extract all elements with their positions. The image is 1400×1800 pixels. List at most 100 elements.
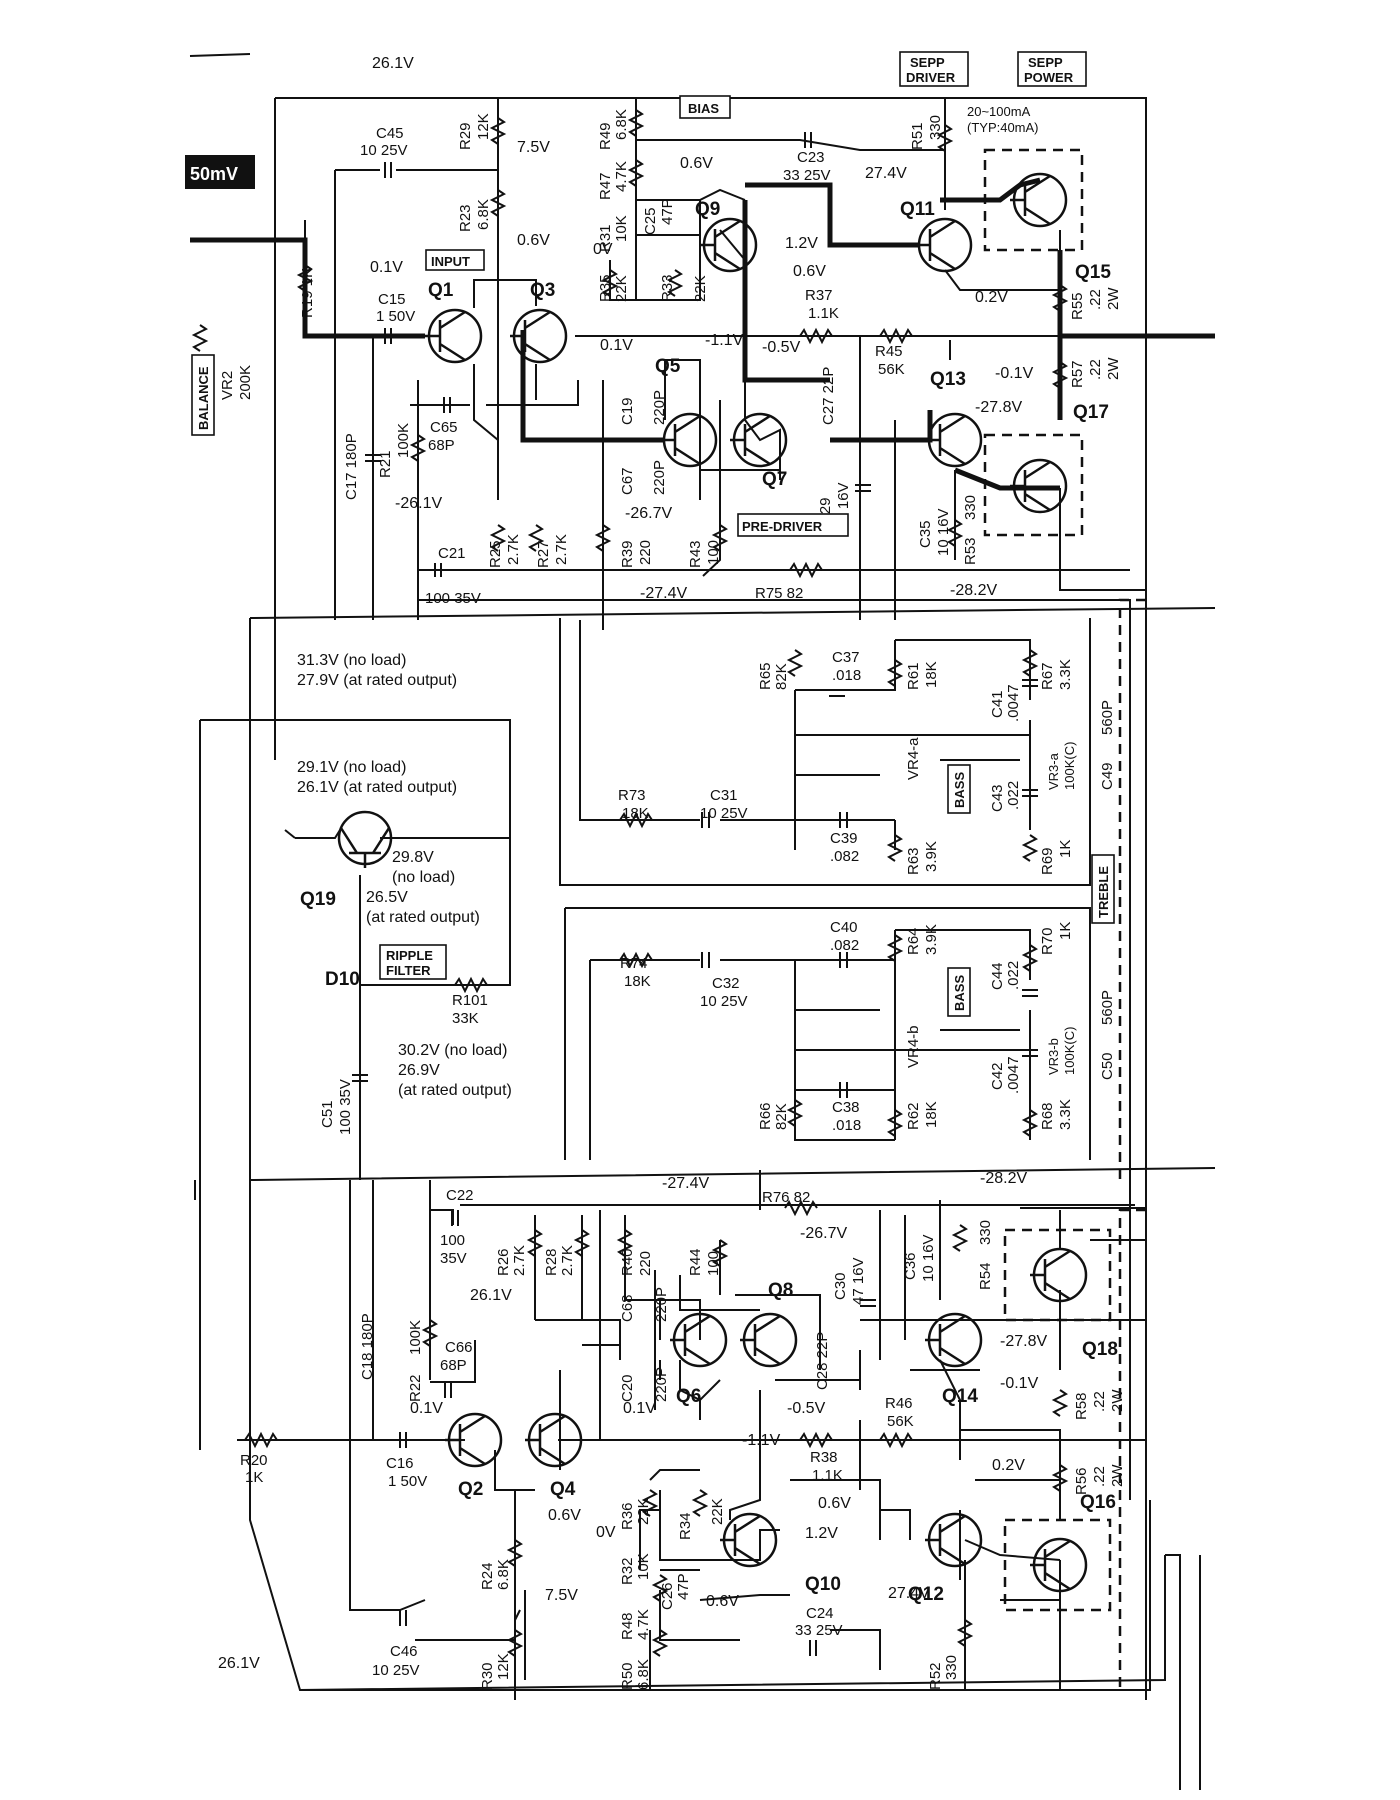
voltage-q10-vbe: 1.2V xyxy=(805,1525,838,1542)
label-c67: C67 xyxy=(619,467,636,495)
label-c51: C51 xyxy=(319,1100,336,1128)
label-r22: R22 xyxy=(407,1374,424,1402)
voltage-q17-base: -27.8V xyxy=(975,399,1022,416)
label-c68-value: 220P xyxy=(653,1287,670,1322)
label-r53: R53 xyxy=(962,537,979,565)
voltage-labels: 26.1V 7.5V 0.6V 0.1V 0.6V 0V 0.1V -1.1V … xyxy=(218,55,1047,1672)
transistor-q18 xyxy=(1030,1247,1088,1303)
box-input: INPUT xyxy=(431,254,470,269)
label-r76: R76 82 xyxy=(762,1189,810,1206)
note-3c: 26.5V xyxy=(366,889,408,906)
label-r57: R57 xyxy=(1069,360,1086,388)
transistor-q19 xyxy=(337,810,393,868)
label-r32-value: 10K xyxy=(635,1553,652,1580)
label-r46-value: 56K xyxy=(887,1413,914,1430)
label-c36: C36 xyxy=(902,1252,919,1280)
label-c20-value: 220P xyxy=(653,1367,670,1402)
label-c16: C16 xyxy=(386,1455,414,1472)
voltage-q3-base: 0.6V xyxy=(517,232,550,249)
label-r56-watt: 2W xyxy=(1109,1464,1126,1487)
label-r26: R26 xyxy=(495,1248,512,1276)
label-c39-value: .082 xyxy=(830,848,859,865)
label-r27: R27 xyxy=(535,540,552,568)
label-r43: R43 xyxy=(687,540,704,568)
label-r28-value: 2.7K xyxy=(559,1245,576,1276)
box-predriver: PRE-DRIVER xyxy=(742,519,823,534)
label-r30-value: 12K xyxy=(495,1653,512,1680)
label-r74-value: 18K xyxy=(624,973,651,990)
label-q4: Q4 xyxy=(550,1479,576,1500)
voltage-q10-emitter: 0.6V xyxy=(706,1593,739,1610)
label-r48-value: 4.7K xyxy=(635,1609,652,1640)
label-c19-value: 220P xyxy=(651,390,668,425)
label-c31: C31 xyxy=(710,787,738,804)
label-c25-value: 47P xyxy=(659,198,676,225)
label-c30-value: 47 16V xyxy=(850,1257,867,1305)
voltage-top-rail: 26.1V xyxy=(372,55,414,72)
label-r69: R69 xyxy=(1039,847,1056,875)
label-c35: C35 xyxy=(917,520,934,548)
label-r33-value: 22K xyxy=(692,275,709,302)
label-r69-value: 1K xyxy=(1057,840,1074,858)
top-channel-wiring xyxy=(189,53,1216,1700)
boxed-labels: BIAS INPUT PRE-DRIVER SEPP DRIVER SEPP P… xyxy=(185,51,1115,1017)
voltage-q4-collector: 0.1V xyxy=(623,1400,656,1417)
transistor-q5 xyxy=(660,412,718,468)
label-c21-value: 100 35V xyxy=(425,590,481,607)
label-c66: C66 xyxy=(445,1339,473,1356)
label-r31: R31 xyxy=(597,224,614,252)
note-current-typ: (TYP:40mA) xyxy=(967,120,1039,135)
label-r24: R24 xyxy=(479,1562,496,1590)
transistor-q9 xyxy=(700,217,758,273)
label-c43-value: .022 xyxy=(1005,781,1022,810)
transistor-q3 xyxy=(510,308,568,364)
transistor-q4 xyxy=(525,1412,583,1468)
voltage-q2-emitter-neg: 26.1V xyxy=(470,1287,512,1304)
note-3a: 29.8V xyxy=(392,849,434,866)
label-q2: Q2 xyxy=(458,1479,483,1500)
box-treble: TREBLE xyxy=(1096,866,1111,918)
label-r26-value: 2.7K xyxy=(511,1245,528,1276)
transistor-q13 xyxy=(925,412,983,468)
label-q7: Q7 xyxy=(762,469,787,490)
transistor-q2 xyxy=(445,1412,503,1468)
label-r73: R73 xyxy=(618,787,646,804)
label-r28: R28 xyxy=(543,1248,560,1276)
label-r68: R68 xyxy=(1039,1102,1056,1130)
label-q15: Q15 xyxy=(1075,262,1111,283)
note-4a: 30.2V (no load) xyxy=(398,1042,507,1059)
component-symbols xyxy=(191,109,1069,1657)
label-c66-value: 68P xyxy=(440,1357,467,1374)
label-r55-watt: 2W xyxy=(1105,287,1122,310)
transistor-q1 xyxy=(425,308,483,364)
label-c23: C23 xyxy=(797,149,825,166)
label-r62-value: 18K xyxy=(923,1101,940,1128)
label-c38-value: .018 xyxy=(832,1117,861,1134)
transistors xyxy=(337,172,1088,1593)
label-r39: R39 xyxy=(619,540,636,568)
box-bass-b: BASS xyxy=(952,975,967,1011)
label-r38: R38 xyxy=(810,1449,838,1466)
label-c41-value: .0047 xyxy=(1005,684,1022,722)
label-vr2: VR2 xyxy=(219,371,236,400)
label-r22-value: 100K xyxy=(407,1320,424,1355)
label-c36-value: 10 16V xyxy=(920,1234,937,1282)
transistor-q14 xyxy=(925,1312,983,1368)
voltage-rail-neg-1: -27.4V xyxy=(640,585,687,602)
label-c25: C25 xyxy=(642,207,659,235)
label-c43: C43 xyxy=(989,784,1006,812)
label-vr2-value: 200K xyxy=(237,365,254,400)
label-c26: C26 xyxy=(659,1582,676,1610)
voltage-q12-emitter: 0.2V xyxy=(992,1457,1025,1474)
label-q18: Q18 xyxy=(1082,1339,1118,1360)
voltage-q14-base: -0.1V xyxy=(1000,1375,1039,1392)
label-c68: C68 xyxy=(619,1294,636,1322)
box-balance: BALANCE xyxy=(196,366,211,430)
transistor-q15 xyxy=(1010,172,1068,228)
box-bass-a: BASS xyxy=(952,772,967,808)
label-c17: C17 180P xyxy=(343,433,360,500)
note-1b: 27.9V (at rated output) xyxy=(297,672,457,689)
transistor-q11 xyxy=(915,217,973,273)
label-q13: Q13 xyxy=(930,369,966,390)
label-r47: R47 xyxy=(597,172,614,200)
